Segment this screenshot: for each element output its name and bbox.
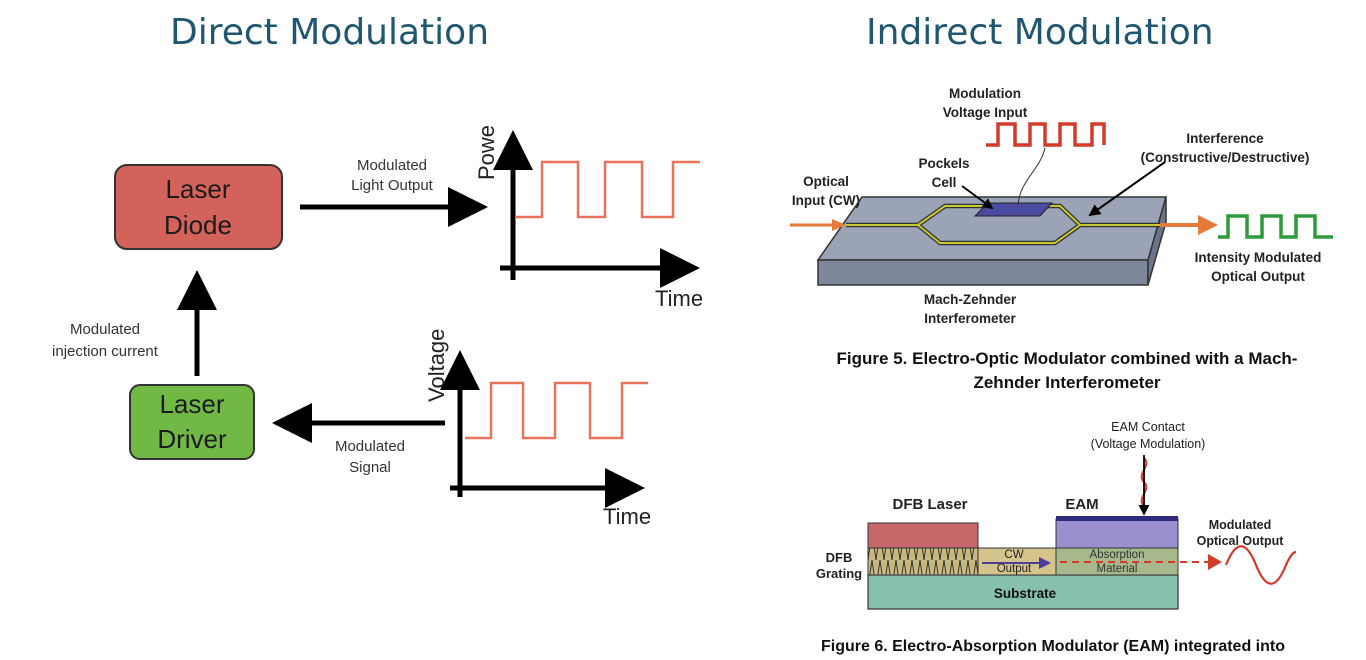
interference-label-2: (Constructive/Destructive) bbox=[1141, 150, 1310, 165]
modulated-output-label-1: Modulated bbox=[1209, 518, 1272, 532]
laser-diode-label-2: Diode bbox=[164, 210, 232, 240]
signal-label-2: Signal bbox=[349, 459, 391, 476]
optical-input-arrowhead bbox=[832, 219, 846, 231]
absorption-label-1: Absorption bbox=[1090, 549, 1145, 561]
indirect-modulation-heading: Indirect Modulation bbox=[866, 12, 1214, 53]
dfb-laser-label: DFB Laser bbox=[892, 496, 967, 513]
eam-label: EAM bbox=[1065, 496, 1098, 513]
laser-driver-box: Laser Driver bbox=[129, 384, 255, 460]
light-output-label-1: Modulated bbox=[357, 157, 427, 174]
eam-block bbox=[1055, 518, 1179, 549]
time-axis-top-label: Time bbox=[655, 286, 703, 311]
signal-label-1: Modulated bbox=[335, 438, 405, 455]
pockels-label-2: Cell bbox=[932, 175, 957, 190]
mod-input-label-1: Modulation bbox=[949, 86, 1021, 101]
time-axis-bottom-label: Time bbox=[603, 504, 651, 529]
direct-modulation-heading: Direct Modulation bbox=[170, 12, 490, 53]
light-output-wave bbox=[515, 160, 700, 219]
modulated-output-arrowhead bbox=[1208, 554, 1222, 570]
modulated-output-wave bbox=[1224, 545, 1297, 585]
eam-contact-label-1: EAM Contact bbox=[1111, 420, 1185, 434]
eam-contact-label-2: (Voltage Modulation) bbox=[1091, 437, 1206, 451]
interference-label-1: Interference bbox=[1186, 131, 1264, 146]
figure6-caption: Figure 6. Electro-Absorption Modulator (… bbox=[821, 638, 1285, 655]
mzi-slab-side bbox=[1147, 196, 1167, 286]
mzi-slab-front bbox=[817, 259, 1149, 286]
output-wave bbox=[1218, 214, 1333, 239]
laser-diode-box: Laser Diode bbox=[114, 164, 283, 250]
figure5-caption-1: Figure 5. Electro-Optic Modulator combin… bbox=[837, 349, 1298, 368]
mod-input-wave bbox=[986, 122, 1106, 147]
eam-diagram: EAM Contact (Voltage Modulation) DFB Las… bbox=[816, 420, 1297, 655]
mzi-label-1: Mach-Zehnder bbox=[924, 292, 1017, 307]
voltage-time-plot: Voltage Time bbox=[424, 329, 651, 529]
dfb-laser-block bbox=[867, 522, 979, 549]
signal-wave bbox=[465, 381, 648, 440]
mod-input-wire bbox=[1017, 147, 1046, 206]
eam-contact-strip bbox=[1056, 516, 1178, 521]
optical-input-label-1: Optical bbox=[803, 174, 849, 189]
optical-output-arrowhead bbox=[1198, 215, 1218, 235]
injection-current-label-2: injection current bbox=[52, 343, 159, 360]
cw-output-label-2: Output bbox=[997, 563, 1032, 575]
laser-diode-label-1: Laser bbox=[165, 174, 230, 204]
power-time-plot: Powe Time bbox=[474, 125, 703, 311]
laser-driver-label-2: Driver bbox=[157, 424, 227, 454]
laser-driver-label-1: Laser bbox=[159, 389, 224, 419]
cw-output-label-1: CW bbox=[1004, 549, 1023, 561]
light-output-label-2: Light Output bbox=[351, 177, 434, 194]
dfb-grating-pattern bbox=[868, 548, 978, 575]
figure5-caption-2: Zehnder Interferometer bbox=[973, 373, 1160, 392]
voltage-axis-label: Voltage bbox=[424, 329, 449, 402]
injection-current-label-1: Modulated bbox=[70, 321, 140, 338]
mzi-diagram: Modulation Voltage Input Pockels Cell In… bbox=[790, 86, 1333, 392]
mzi-label-2: Interferometer bbox=[924, 311, 1016, 326]
optical-input-label-2: Input (CW) bbox=[792, 193, 860, 208]
substrate-layer bbox=[867, 574, 1179, 610]
pockels-pointer-arrow bbox=[961, 185, 994, 210]
dfb-grating-label-1: DFB bbox=[826, 550, 853, 565]
power-axis-label: Powe bbox=[474, 125, 499, 180]
pockels-label-1: Pockels bbox=[918, 156, 969, 171]
absorption-label-2: Material bbox=[1097, 563, 1138, 575]
output-label-1: Intensity Modulated bbox=[1195, 250, 1322, 265]
output-label-2: Optical Output bbox=[1211, 269, 1305, 284]
mod-input-label-2: Voltage Input bbox=[943, 105, 1028, 120]
substrate-label: Substrate bbox=[994, 586, 1057, 601]
interference-pointer-arrow bbox=[1088, 161, 1166, 217]
dfb-grating-label-2: Grating bbox=[816, 566, 862, 581]
modulated-output-label-2: Optical Output bbox=[1197, 534, 1285, 548]
